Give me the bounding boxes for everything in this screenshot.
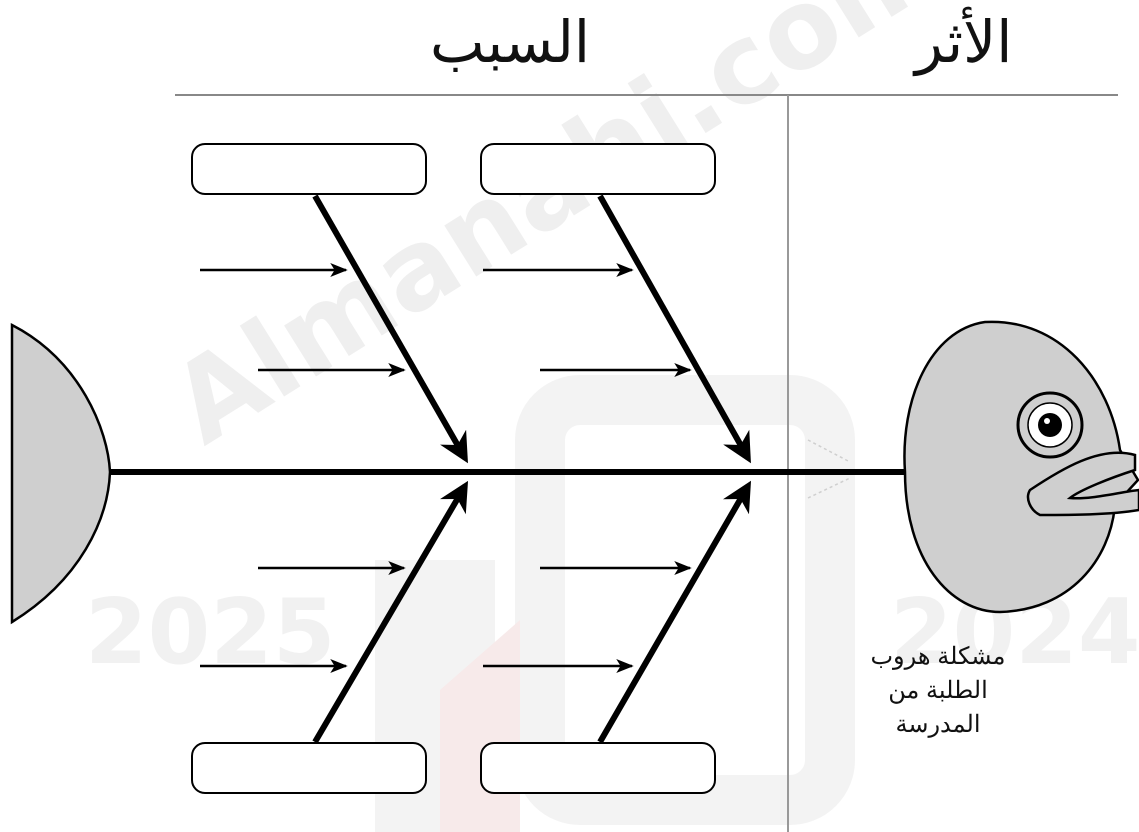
cause-heading: السبب [430, 8, 590, 76]
bone-bottom-left [312, 480, 469, 744]
fish-head [903, 320, 1139, 614]
watermark-year-left: 2025 [85, 580, 336, 685]
cause-box-bottom-right[interactable] [480, 742, 716, 794]
fish-mouth-icon [1026, 451, 1139, 517]
problem-line-1: مشكلة هروب [870, 643, 1006, 670]
problem-statement: مشكلة هروب الطلبة من المدرسة [838, 640, 1038, 742]
sub-cause-arrows [200, 263, 692, 673]
problem-line-3: المدرسة [895, 711, 981, 738]
cause-box-top-right[interactable] [480, 143, 716, 195]
tail-fin [10, 322, 112, 625]
bone-top-left [312, 194, 468, 464]
bone-top-right [597, 194, 751, 464]
cause-box-top-left[interactable] [191, 143, 427, 195]
bone-bottom-right [597, 480, 752, 744]
faint-arrow [807, 439, 851, 499]
cause-box-bottom-left[interactable] [191, 742, 427, 794]
problem-line-2: الطلبة من [888, 677, 988, 704]
effect-heading: الأثر [915, 8, 1013, 76]
